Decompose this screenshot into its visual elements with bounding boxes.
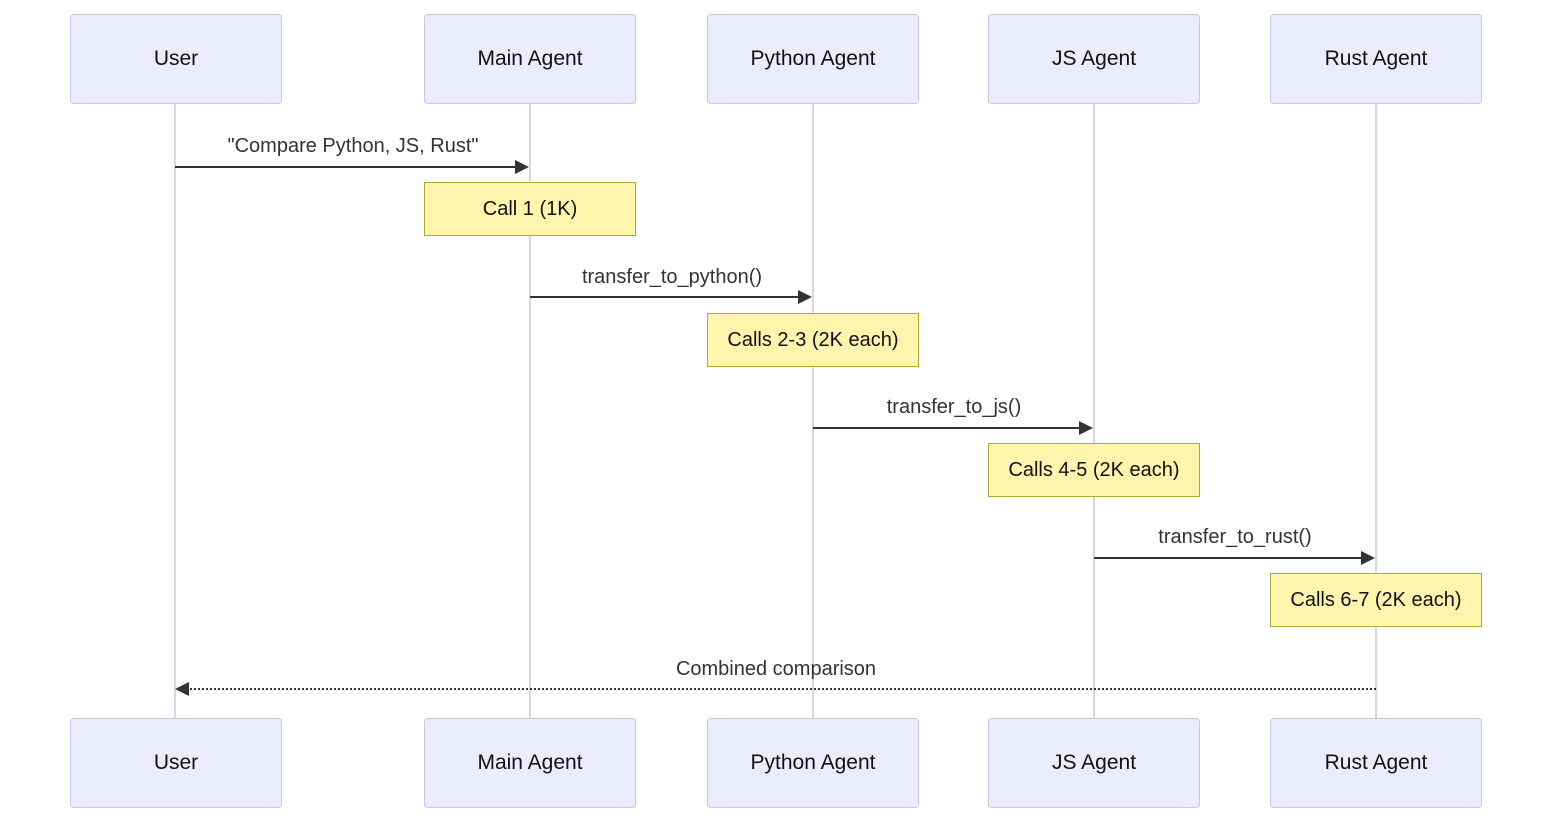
actor-bottom-rust-agent: Rust Agent (1270, 718, 1482, 808)
actor-bottom-js-agent: JS Agent (988, 718, 1200, 808)
actor-bottom-main-agent: Main Agent (424, 718, 636, 808)
actor-label: Rust Agent (1324, 47, 1428, 70)
actor-top-main-agent: Main Agent (424, 14, 636, 104)
message-label-combined-comparison: Combined comparison (675, 658, 877, 680)
lifeline-main-agent (529, 104, 531, 719)
note-calls-6-7: Calls 6-7 (2K each) (1270, 573, 1482, 627)
actor-top-python-agent: Python Agent (707, 14, 919, 104)
actor-label: Main Agent (477, 751, 583, 774)
arrowhead-right-icon (515, 160, 529, 174)
actor-top-js-agent: JS Agent (988, 14, 1200, 104)
arrowhead-right-icon (1361, 551, 1375, 565)
note-label: Calls 6-7 (2K each) (1290, 588, 1462, 611)
message-label-transfer-to-rust: transfer_to_rust() (1158, 526, 1312, 548)
actor-bottom-python-agent: Python Agent (707, 718, 919, 808)
message-line-transfer-to-python (530, 296, 800, 298)
actor-label: User (153, 751, 199, 774)
lifeline-rust-agent (1375, 104, 1377, 719)
note-call-1: Call 1 (1K) (424, 182, 636, 236)
note-label: Call 1 (1K) (482, 197, 578, 220)
message-line-combined-comparison (190, 688, 1376, 690)
message-line-transfer-to-rust (1094, 557, 1363, 559)
actor-label: Python Agent (750, 47, 876, 70)
actor-label: JS Agent (1051, 47, 1137, 70)
arrowhead-right-icon (1079, 421, 1093, 435)
actor-top-rust-agent: Rust Agent (1270, 14, 1482, 104)
message-label-transfer-to-js: transfer_to_js() (886, 396, 1022, 418)
actor-label: JS Agent (1051, 751, 1137, 774)
note-calls-2-3: Calls 2-3 (2K each) (707, 313, 919, 367)
arrowhead-left-icon (175, 682, 189, 696)
note-label: Calls 4-5 (2K each) (1008, 458, 1180, 481)
actor-bottom-user: User (70, 718, 282, 808)
arrowhead-right-icon (798, 290, 812, 304)
note-label: Calls 2-3 (2K each) (727, 328, 899, 351)
lifeline-python-agent (812, 104, 814, 719)
message-line-compare (175, 166, 517, 168)
note-calls-4-5: Calls 4-5 (2K each) (988, 443, 1200, 497)
message-line-transfer-to-js (813, 427, 1081, 429)
actor-label: Rust Agent (1324, 751, 1428, 774)
message-label-compare: "Compare Python, JS, Rust" (227, 135, 479, 157)
lifeline-js-agent (1093, 104, 1095, 719)
actor-label: Main Agent (477, 47, 583, 70)
message-label-transfer-to-python: transfer_to_python() (581, 266, 763, 288)
actor-top-user: User (70, 14, 282, 104)
lifeline-user (174, 104, 176, 719)
actor-label: User (153, 47, 199, 70)
actor-label: Python Agent (750, 751, 876, 774)
